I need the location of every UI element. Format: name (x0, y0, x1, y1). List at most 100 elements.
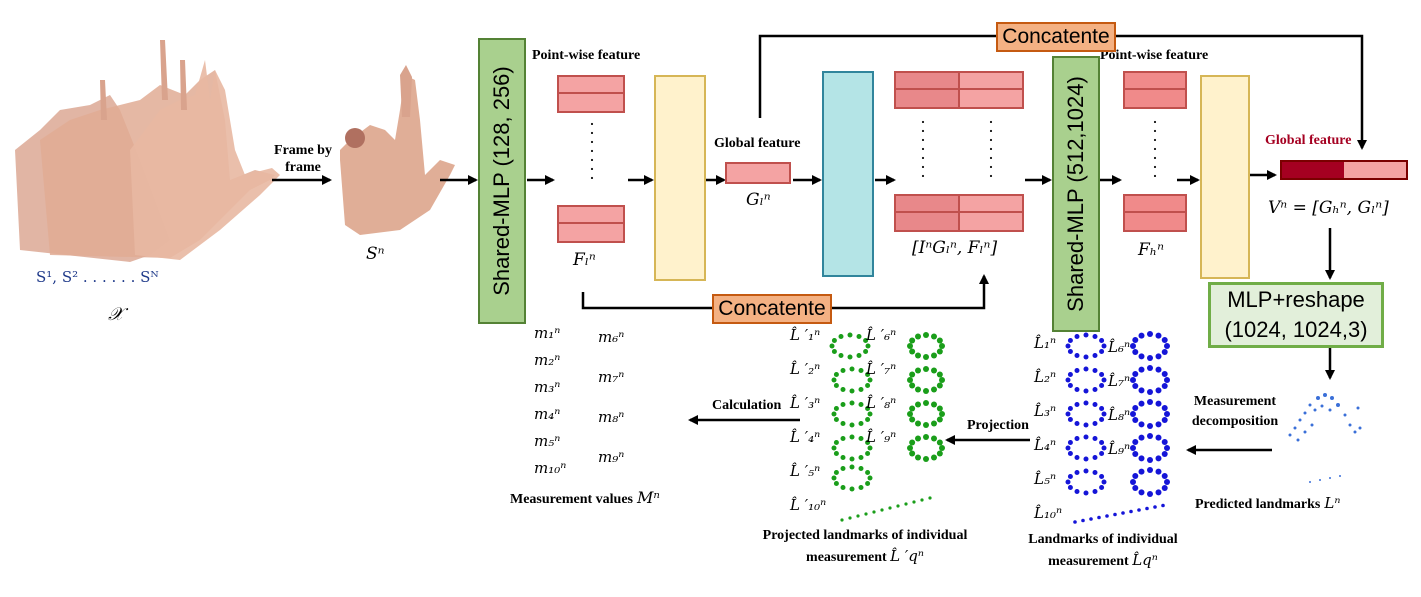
landmark-point (1132, 337, 1139, 343)
projected-landmarks-text: Projected landmarks of individual measur… (762, 528, 968, 565)
landmark-point (1164, 343, 1170, 349)
landmark-point (1121, 511, 1125, 515)
landmark-point (936, 348, 943, 355)
landmark-point (1067, 485, 1073, 490)
landmark-point (1083, 354, 1089, 360)
landmark-label: L̂₁ⁿ (1034, 334, 1057, 352)
landmark-point (1132, 473, 1139, 479)
landmark-point (1138, 387, 1145, 394)
landmark-point (1138, 489, 1145, 496)
landmark-point (840, 435, 846, 441)
measurement-value-item: m₂ⁿ (534, 351, 561, 369)
landmark-point (1161, 349, 1168, 355)
calculation-label: Calculation (712, 398, 782, 413)
landmark-point (838, 333, 844, 339)
landmark-point (915, 454, 921, 461)
landmark-point (849, 486, 855, 492)
landmark-point (939, 343, 945, 349)
landmark-label: L̂₂ⁿ (1034, 368, 1057, 386)
landmark-point (1130, 445, 1136, 451)
landmark-point (872, 510, 876, 514)
landmark-point (1074, 387, 1080, 393)
landmark-point (1132, 485, 1139, 491)
landmark-point (1161, 451, 1168, 457)
landmark-point (858, 387, 864, 393)
landmark-point (1130, 343, 1136, 349)
sequence-label: S¹, S² . . . . . . Sᴺ (36, 268, 159, 286)
landmark-point (831, 349, 837, 354)
landmark-point (931, 420, 937, 427)
landmark-point (1155, 434, 1162, 441)
measurement-value-item: m₆ⁿ (598, 328, 625, 346)
pointwise-feature-1-bottom (557, 205, 625, 243)
landmark-point (1083, 434, 1089, 440)
projected-landmark-label: L̂ ′₃ⁿ (790, 394, 821, 412)
measurement-value-item: m₈ⁿ (598, 408, 625, 426)
measurement-value-item: m₅ⁿ (534, 432, 561, 450)
landmark-point (1138, 332, 1145, 339)
landmark-point (1138, 366, 1145, 373)
global-feature-1-bar (725, 162, 791, 184)
landmark-point (1147, 355, 1153, 361)
landmark-point (1092, 489, 1098, 495)
landmark-point (831, 377, 837, 383)
shared-mlp-1-label: Shared-MLP (128, 256) (489, 66, 514, 296)
landmark-point (1067, 383, 1073, 388)
concatenate-top: Concatente (996, 22, 1116, 52)
landmark-point (1155, 421, 1162, 428)
landmark-point (1145, 506, 1149, 511)
landmark-point (1099, 451, 1105, 456)
landmark-label: L̂₄ⁿ (1034, 436, 1057, 454)
predicted-landmarks-cloud (1288, 393, 1362, 483)
landmark-point (833, 417, 839, 422)
shared-mlp-1: Shared-MLP (128, 256) (478, 38, 526, 324)
landmark-point (923, 354, 929, 360)
landmark-point (1164, 411, 1170, 417)
landmark-point (849, 366, 855, 372)
landmark-point (920, 498, 924, 502)
landmark-point (1138, 455, 1145, 462)
landmarks-individual-math: L̂qⁿ (1132, 551, 1158, 569)
landmark-point (1065, 479, 1071, 485)
landmark-point (1065, 445, 1071, 451)
landmark-point (923, 332, 929, 338)
landmark-point (1099, 372, 1105, 377)
measurement-value-item: m₉ⁿ (598, 448, 625, 466)
landmark-point (909, 416, 916, 423)
landmark-label: L̂₆ⁿ (1108, 338, 1131, 356)
landmark-point (1137, 508, 1141, 512)
landmark-point (1161, 503, 1165, 508)
landmark-point (1161, 383, 1168, 389)
pointwise-feature-1-label: Point-wise feature (532, 48, 641, 63)
landmark-point (865, 481, 871, 486)
maxpool-block-1 (654, 75, 706, 281)
landmark-point (833, 470, 839, 475)
landmarks-individual-caption: Landmarks of individual measurement L̂qⁿ (1028, 530, 1178, 572)
landmark-point (833, 406, 839, 411)
landmark-point (838, 353, 844, 359)
hand-sequence-image (15, 40, 280, 262)
measurement-values-caption: Measurement values Mⁿ (510, 488, 660, 508)
landmark-point (849, 422, 855, 428)
g-l-label: Gₗⁿ (746, 190, 771, 210)
landmark-point (1097, 515, 1101, 520)
landmark-point (858, 435, 864, 441)
landmark-point (909, 348, 916, 355)
f-h-label: Fₕⁿ (1138, 240, 1165, 260)
landmark-point (856, 333, 862, 339)
landmark-point (1132, 371, 1139, 377)
measurement-values-math: Mⁿ (637, 488, 660, 507)
landmark-point (865, 470, 871, 475)
landmark-point (1161, 371, 1168, 377)
landmark-point (849, 464, 855, 470)
landmark-point (1101, 343, 1107, 349)
landmark-point (1147, 365, 1153, 371)
landmark-point (1073, 520, 1077, 524)
concat-feature-bottom (894, 194, 1024, 232)
landmark-point (888, 506, 892, 510)
landmark-point (840, 485, 846, 491)
landmark-point (864, 512, 868, 516)
landmark-point (915, 333, 921, 340)
landmark-point (909, 382, 916, 389)
